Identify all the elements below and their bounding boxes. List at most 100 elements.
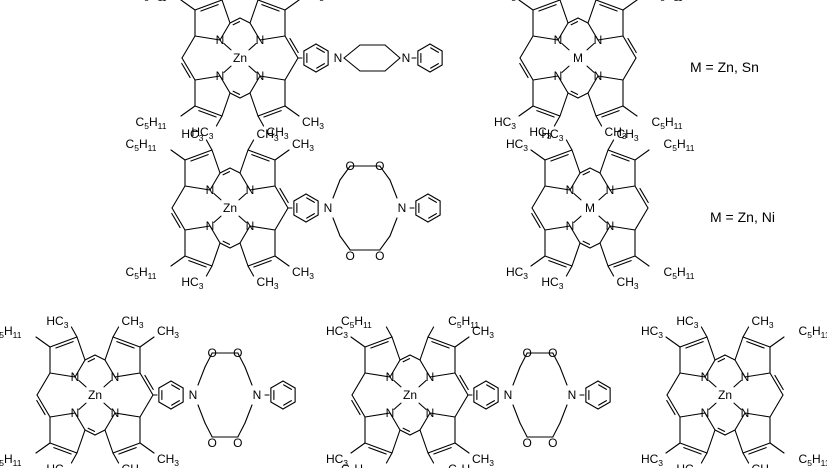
bond (599, 242, 609, 267)
bond (104, 412, 116, 431)
bond (49, 372, 76, 378)
double-bond-inner (263, 110, 282, 118)
bond (634, 185, 649, 209)
substituent-bond (454, 442, 470, 454)
bond (351, 394, 366, 418)
substituent-bond (215, 115, 223, 127)
bond (587, 75, 599, 94)
bond (415, 193, 429, 202)
substituent-bond (350, 442, 366, 454)
bond (544, 225, 571, 231)
bond (415, 214, 429, 223)
double-bond-inner (283, 384, 292, 390)
substituent-bond (257, 115, 265, 127)
double-bond-inner (486, 400, 495, 406)
double-bond-inner (428, 197, 437, 203)
bond (104, 336, 114, 361)
pentyl-group: C5H11 (341, 462, 372, 468)
bond (587, 0, 597, 24)
double-bond-inner (428, 213, 437, 219)
double-bond-inner (171, 400, 180, 406)
oxygen-atom: O (233, 436, 242, 450)
bond (585, 380, 599, 389)
methyl-group: CH3 (122, 314, 144, 330)
bond (473, 380, 487, 389)
methyl-group: HC3 (641, 452, 663, 468)
metal-atom: M (585, 201, 595, 215)
bond (557, 22, 569, 41)
nitrogen-atom: N (426, 406, 435, 420)
bond (724, 429, 736, 436)
bond (571, 149, 581, 174)
bond (666, 372, 681, 396)
crown-bond (237, 422, 246, 438)
bond (769, 372, 784, 396)
double-bond-inner (683, 447, 702, 455)
bond-lines (35, 0, 785, 464)
bond (94, 354, 106, 361)
bond (49, 412, 76, 418)
metal-bond (573, 193, 582, 201)
nitrogen-atom: N (324, 201, 333, 215)
double-bond-inner (232, 21, 241, 26)
bond (229, 242, 241, 249)
nitrogen-atom: N (386, 406, 395, 420)
substituent-bond (700, 452, 708, 464)
oxygen-atom: O (523, 436, 532, 450)
bond (112, 442, 141, 454)
bond (239, 92, 251, 99)
bond (229, 17, 241, 24)
bond (219, 167, 231, 174)
bond (389, 412, 401, 431)
double-bond-inner (666, 399, 676, 416)
pentyl-group: C5H11 (126, 265, 157, 281)
substituent-bond (553, 115, 561, 127)
methyl-group: HC3 (676, 462, 698, 468)
bond (293, 193, 307, 202)
piperazine-bond (343, 57, 361, 72)
crown-bond (559, 404, 568, 424)
bond (579, 242, 591, 249)
bond (284, 57, 299, 81)
bond (567, 17, 579, 24)
nitrogen-atom: N (246, 183, 255, 197)
metal-bond (103, 380, 112, 388)
methyl-group: CH3 (617, 275, 639, 291)
double-bond-inner (430, 47, 439, 53)
methyl-group: HC3 (541, 275, 563, 291)
methyl-group: CH3 (617, 127, 639, 143)
crown-bond (244, 366, 253, 386)
methyl-group: HC3 (494, 0, 516, 3)
bond (305, 214, 319, 223)
bond (270, 401, 284, 410)
substituent-bond (595, 115, 603, 127)
bond (112, 336, 141, 348)
methyl-group: HC3 (506, 265, 528, 281)
bond (315, 64, 329, 73)
bond (49, 336, 78, 348)
bond (742, 442, 771, 454)
bond (259, 75, 286, 81)
bond (559, 92, 569, 117)
double-bond-inner (611, 154, 630, 162)
bond (364, 372, 391, 378)
substituent-bond (769, 442, 785, 454)
bond (585, 401, 599, 410)
oxygen-atom: O (548, 346, 557, 360)
bond (579, 167, 591, 174)
bond (734, 336, 744, 361)
bond (74, 359, 86, 378)
double-bond-inner (188, 260, 207, 268)
double-bond-inner (430, 63, 439, 69)
double-bond-inner (289, 37, 299, 54)
methyl-group: CH3 (472, 324, 494, 340)
bond (419, 412, 431, 431)
bond (417, 64, 431, 73)
bond (429, 64, 443, 73)
metal-bond (598, 215, 607, 223)
oxygen-atom: O (346, 159, 355, 173)
oxygen-atom: O (208, 346, 217, 360)
double-bond-inner (717, 427, 726, 432)
bond (714, 354, 726, 361)
